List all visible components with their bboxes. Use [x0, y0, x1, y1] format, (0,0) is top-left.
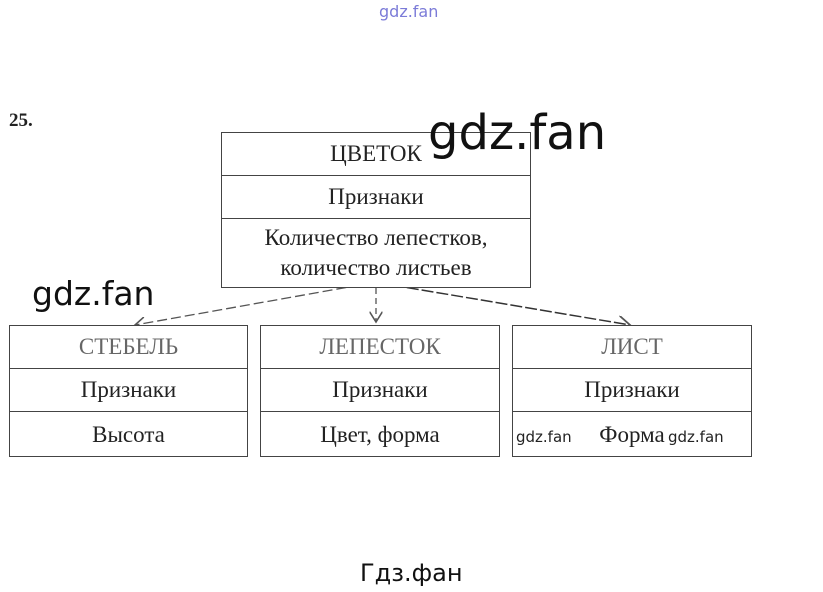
child-node-petal: ЛЕПЕСТОК Признаки Цвет, форма: [260, 325, 500, 457]
child-node-stem: СТЕБЕЛЬ Признаки Высота: [9, 325, 248, 457]
arrow-to-leaf: [391, 284, 630, 325]
petal-title: ЛЕПЕСТОК: [261, 326, 499, 369]
leaf-subtitle: Признаки: [513, 369, 751, 412]
petal-subtitle: Признаки: [261, 369, 499, 412]
task-number: 25.: [9, 110, 33, 131]
arrow-to-stem: [135, 284, 361, 325]
stem-features: Высота: [92, 421, 165, 447]
stem-subtitle: Признаки: [10, 369, 247, 412]
root-node: ЦВЕТОК Признаки Количество лепестков, ко…: [221, 132, 531, 288]
watermark-leaf-right: gdz.fan: [668, 428, 724, 446]
watermark-leaf-left: gdz.fan: [516, 428, 572, 446]
leaf-features: Форма: [599, 421, 665, 447]
watermark-top: gdz.fan: [379, 2, 439, 21]
watermark-bottom: Гдз.фан: [360, 559, 463, 587]
leaf-title: ЛИСТ: [513, 326, 751, 369]
root-subtitle: Признаки: [222, 176, 530, 219]
stem-title: СТЕБЕЛЬ: [10, 326, 247, 369]
watermark-big: gdz.fan: [428, 105, 607, 161]
child-node-leaf: ЛИСТ Признаки Форма: [512, 325, 752, 457]
root-title: ЦВЕТОК: [222, 133, 530, 176]
petal-features: Цвет, форма: [320, 421, 440, 447]
watermark-left: gdz.fan: [32, 274, 155, 313]
root-features: Количество лепестков, количество листьев: [264, 225, 488, 280]
